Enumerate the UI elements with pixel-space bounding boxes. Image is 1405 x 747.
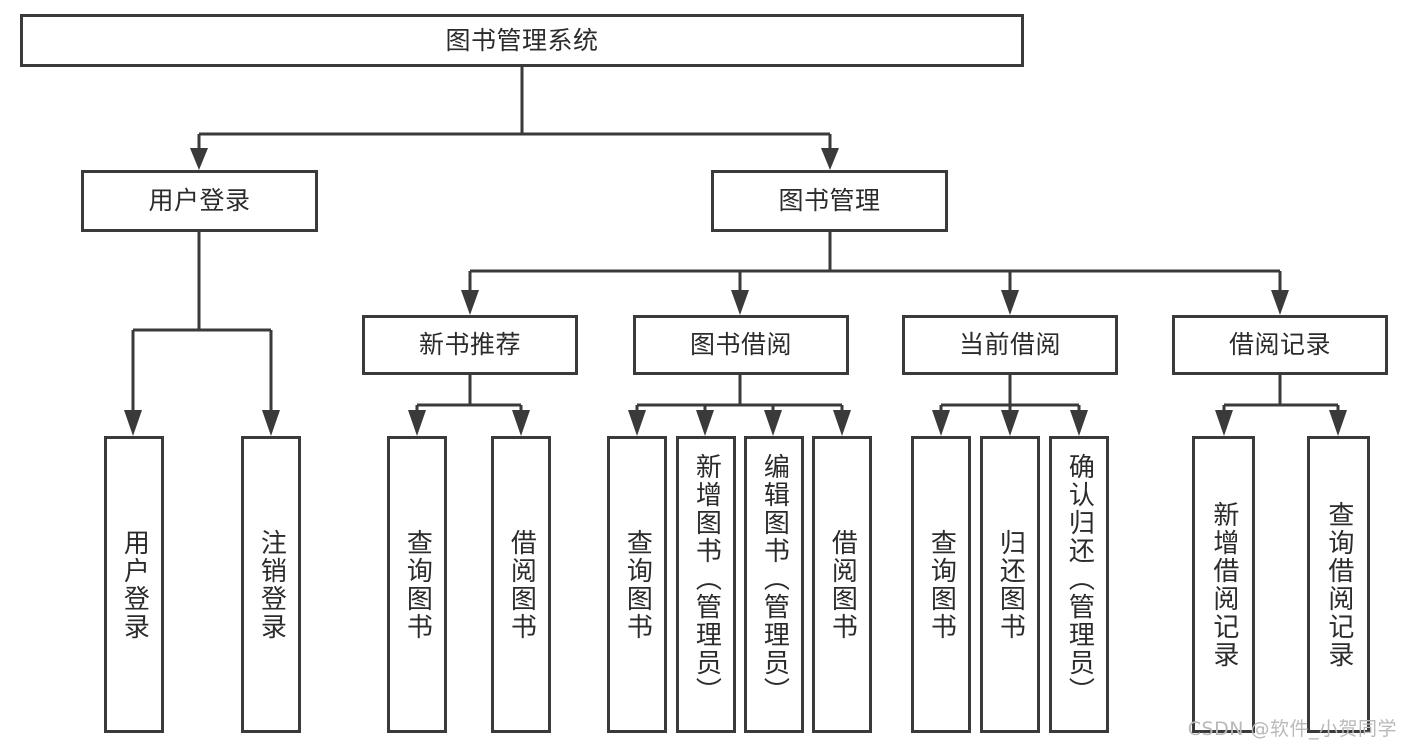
node-book-borrow-label: 图书借阅: [689, 330, 792, 360]
node-user-login[interactable]: 用户登录: [81, 170, 318, 232]
arrowhead-user-login: [190, 148, 208, 170]
leaf-user-login-label: 用户登录: [119, 528, 150, 641]
leaf-logout[interactable]: 注销登录: [241, 436, 301, 733]
leaf-bookborrow-add-book-label: 新增图书（管理员）: [691, 453, 722, 705]
leaf-bookborrow-query-book[interactable]: 查询图书: [607, 436, 667, 733]
arrowhead-cb-leaf-3: [1070, 410, 1088, 436]
leaf-currentborrow-query-book-label: 查询图书: [926, 528, 957, 641]
leaf-bookborrow-borrow-book[interactable]: 借阅图书: [812, 436, 872, 733]
leaf-borrowrecord-query-record[interactable]: 查询借阅记录: [1307, 436, 1370, 733]
node-book-management[interactable]: 图书管理: [711, 170, 948, 232]
node-borrow-record-label: 借阅记录: [1228, 330, 1331, 360]
watermark: CSDN @软件_小贺同学: [1187, 718, 1397, 740]
node-book-borrow[interactable]: 图书借阅: [633, 315, 849, 375]
arrowhead-br-leaf-2: [1329, 410, 1347, 436]
node-borrow-record[interactable]: 借阅记录: [1172, 315, 1388, 375]
arrowhead-bb-leaf-3: [764, 410, 782, 436]
node-current-borrow-label: 当前借阅: [958, 330, 1061, 360]
arrowhead-book-borrow: [731, 290, 749, 315]
leaf-bookborrow-edit-book-label: 编辑图书（管理员）: [759, 453, 790, 705]
node-current-borrow[interactable]: 当前借阅: [902, 315, 1118, 375]
node-book-management-label: 图书管理: [778, 186, 881, 216]
leaf-newbook-borrow-book-label: 借阅图书: [506, 528, 537, 641]
leaf-currentborrow-confirm-return-label: 确认归还（管理员）: [1064, 453, 1095, 705]
leaf-currentborrow-query-book[interactable]: 查询图书: [911, 436, 971, 733]
arrowhead-nb-leaf-1: [408, 410, 426, 436]
arrowhead-leaf-logout: [262, 410, 280, 436]
leaf-borrowrecord-add-record[interactable]: 新增借阅记录: [1192, 436, 1255, 733]
arrowhead-bb-leaf-1: [628, 410, 646, 436]
arrowhead-current-borrow: [1001, 290, 1019, 315]
leaf-newbook-query-book-label: 查询图书: [402, 528, 433, 641]
arrowhead-book-manage: [821, 148, 839, 170]
arrowhead-leaf-user-login: [124, 410, 142, 436]
arrowhead-borrow-record: [1271, 290, 1289, 315]
arrowhead-bb-leaf-4: [833, 410, 851, 436]
leaf-bookborrow-edit-book[interactable]: 编辑图书（管理员）: [744, 436, 804, 733]
leaf-bookborrow-query-book-label: 查询图书: [622, 528, 653, 641]
arrowhead-br-leaf-1: [1215, 410, 1233, 436]
node-user-login-label: 用户登录: [148, 186, 251, 216]
node-new-book-recommend-label: 新书推荐: [418, 330, 521, 360]
leaf-borrowrecord-add-record-label: 新增借阅记录: [1208, 500, 1239, 669]
arrowhead-nb-leaf-2: [512, 410, 530, 436]
leaf-user-login[interactable]: 用户登录: [104, 436, 164, 733]
leaf-currentborrow-confirm-return[interactable]: 确认归还（管理员）: [1049, 436, 1109, 733]
node-new-book-recommend[interactable]: 新书推荐: [362, 315, 578, 375]
leaf-bookborrow-add-book[interactable]: 新增图书（管理员）: [676, 436, 736, 733]
leaf-newbook-query-book[interactable]: 查询图书: [387, 436, 447, 733]
leaf-currentborrow-return-book-label: 归还图书: [995, 528, 1026, 641]
leaf-logout-label: 注销登录: [256, 528, 287, 641]
leaf-borrowrecord-query-record-label: 查询借阅记录: [1323, 500, 1354, 669]
arrowhead-bb-leaf-2: [696, 410, 714, 436]
arrowhead-cb-leaf-1: [932, 410, 950, 436]
arrowhead-cb-leaf-2: [1001, 410, 1019, 436]
leaf-currentborrow-return-book[interactable]: 归还图书: [980, 436, 1040, 733]
node-root[interactable]: 图书管理系统: [20, 14, 1024, 67]
leaf-newbook-borrow-book[interactable]: 借阅图书: [491, 436, 551, 733]
arrowhead-new-book: [461, 290, 479, 315]
node-root-label: 图书管理系统: [445, 25, 599, 55]
leaf-bookborrow-borrow-book-label: 借阅图书: [827, 528, 858, 641]
